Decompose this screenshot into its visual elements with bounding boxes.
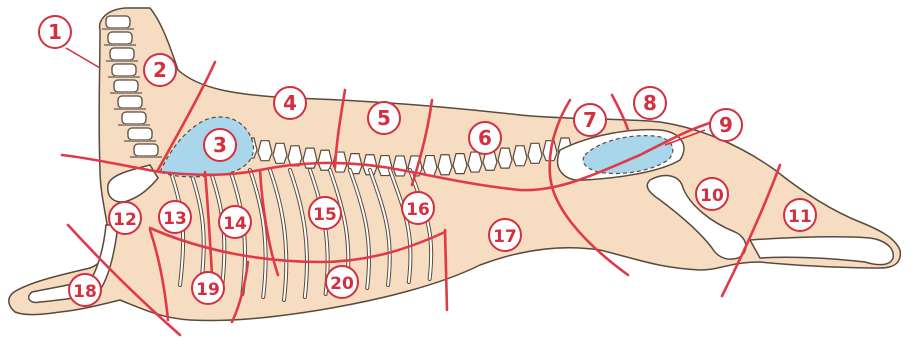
cut-7-label: 7	[574, 104, 606, 136]
cut-4-label: 4	[274, 87, 306, 119]
cut-19-number: 19	[196, 280, 220, 300]
cut-9-label: 9	[710, 109, 742, 141]
neck-vertebra	[118, 96, 142, 108]
cut-16-number: 16	[406, 200, 430, 220]
cut-3-label: 3	[204, 129, 236, 161]
cut-9-number: 9	[719, 113, 733, 137]
cut-1-label: 1	[39, 16, 71, 48]
cut-5-number: 5	[377, 106, 391, 130]
cut-13-number: 13	[163, 209, 187, 229]
cut-8-number: 8	[643, 91, 657, 115]
back-vertebra	[258, 141, 272, 161]
neck-vertebra	[128, 128, 152, 140]
back-vertebra	[318, 150, 332, 170]
cut-2-number: 2	[153, 58, 167, 82]
cut-20-label: 20	[326, 266, 358, 298]
cut-7-number: 7	[583, 108, 597, 132]
back-vertebra	[438, 155, 452, 175]
cut-8-label: 8	[634, 87, 666, 119]
neck-vertebra	[114, 80, 138, 92]
neck-vertebra	[108, 32, 132, 44]
cut-12-label: 12	[109, 202, 141, 234]
cut-18-label: 18	[69, 274, 101, 306]
back-vertebra	[468, 152, 482, 172]
cut-17-number: 17	[493, 227, 517, 247]
cut-12-number: 12	[113, 210, 137, 230]
cut-5-label: 5	[368, 102, 400, 134]
back-vertebra	[423, 156, 437, 176]
cut-11-label: 11	[784, 199, 816, 231]
neck-vertebra	[106, 16, 130, 28]
cut-15-number: 15	[313, 205, 337, 225]
cut-6-number: 6	[478, 126, 492, 150]
neck-vertebra	[122, 112, 146, 124]
cut-3-number: 3	[213, 133, 227, 157]
cut-17-label: 17	[489, 219, 521, 251]
neck-vertebra	[110, 48, 134, 60]
back-vertebra	[498, 148, 512, 168]
cut-19-label: 19	[192, 272, 224, 304]
back-vertebra	[273, 143, 287, 163]
cut-13-label: 13	[159, 201, 191, 233]
arrow-to-spine	[66, 48, 100, 68]
cut-10-label: 10	[696, 178, 728, 210]
back-vertebra	[513, 146, 527, 166]
cut-18-number: 18	[73, 282, 97, 302]
back-vertebra	[393, 156, 407, 176]
cut-14-label: 14	[219, 206, 251, 238]
cut-6-label: 6	[469, 122, 501, 154]
cut-4-number: 4	[283, 91, 297, 115]
back-vertebra	[528, 143, 542, 163]
cut-20-number: 20	[330, 274, 354, 294]
neck-vertebra	[112, 64, 136, 76]
cut-10-number: 10	[700, 186, 724, 206]
cut-2-label: 2	[144, 54, 176, 86]
cut-14-number: 14	[223, 214, 247, 234]
cut-11-number: 11	[788, 207, 812, 227]
back-vertebra	[288, 146, 302, 166]
cut-1-number: 1	[48, 20, 62, 44]
cut-16-label: 16	[402, 192, 434, 224]
neck-vertebra	[134, 144, 158, 156]
back-vertebra	[453, 154, 467, 174]
cut-15-label: 15	[309, 197, 341, 229]
